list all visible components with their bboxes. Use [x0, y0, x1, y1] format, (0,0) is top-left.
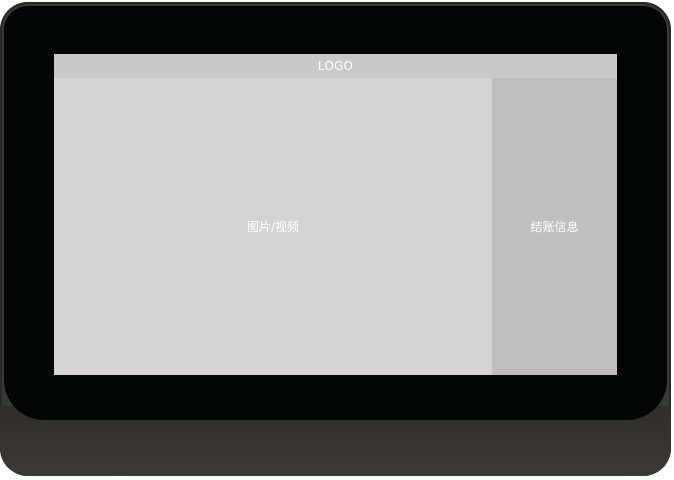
media-area: 图片/视频: [54, 78, 492, 375]
display-screen: LOGO 图片/视频 结账信息: [54, 54, 617, 375]
media-label: 图片/视频: [246, 220, 300, 234]
logo-label: LOGO: [317, 59, 354, 73]
logo-header-bar: LOGO: [54, 54, 617, 78]
checkout-info-label: 结账信息: [530, 220, 579, 234]
checkout-info-panel: 结账信息: [492, 78, 617, 375]
